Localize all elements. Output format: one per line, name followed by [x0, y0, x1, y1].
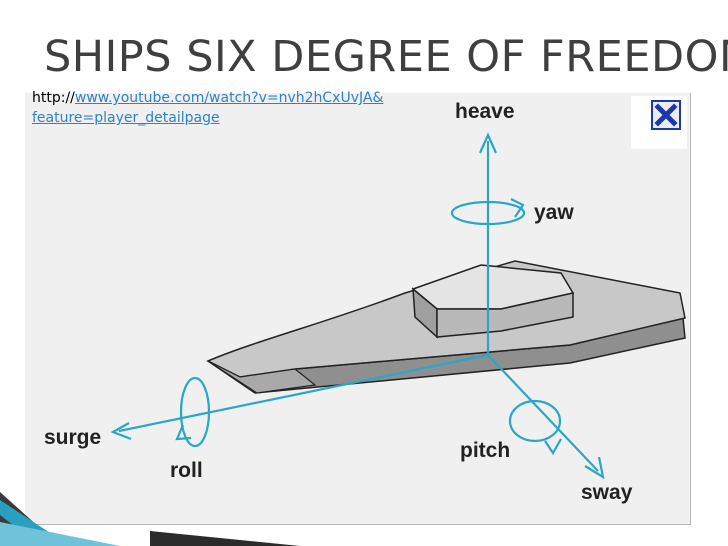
label-yaw: yaw [534, 201, 574, 224]
ship-illustration [110, 132, 686, 480]
ship-superstructure-side [436, 292, 574, 338]
sway-axis [487, 354, 599, 472]
pitch-rotation [508, 399, 562, 443]
label-surge: surge [44, 426, 102, 449]
close-icon[interactable] [651, 100, 681, 130]
ship-hull-front [207, 360, 317, 394]
slide-title: SHIPS SIX DEGREE OF FREEDOM [44, 32, 728, 82]
motion-axes [110, 132, 605, 480]
roll-rotation [179, 376, 211, 448]
close-area [631, 96, 687, 149]
youtube-link[interactable]: www.youtube.com/watch?v=nvh2hCxUvJA&feat… [32, 90, 384, 126]
label-sway: sway [581, 481, 633, 504]
label-heave: heave [455, 100, 515, 123]
yaw-rotation [450, 200, 526, 226]
label-roll: roll [170, 459, 203, 482]
ship-diagram [25, 93, 691, 525]
label-pitch: pitch [460, 439, 511, 462]
url-prefix: http:// [32, 90, 75, 106]
video-source-link: http://www.youtube.com/watch?v=nvh2hCxUv… [32, 88, 388, 128]
